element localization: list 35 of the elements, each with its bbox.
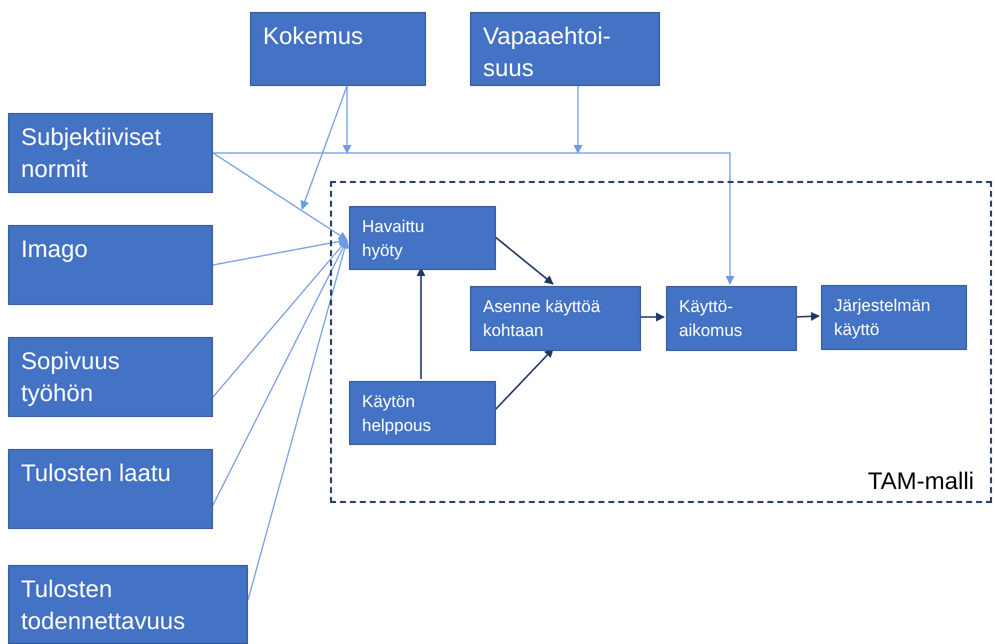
process-box	[8, 113, 213, 193]
box-label: Havaittu hyöty	[362, 216, 426, 262]
process-box	[8, 565, 248, 644]
process-box	[8, 449, 213, 529]
arrow	[212, 239, 348, 506]
process-box	[821, 285, 967, 350]
box-label: Tulosten laatu	[21, 459, 171, 489]
box-label: Järjestelmän käyttö	[834, 295, 932, 341]
arrow	[213, 152, 734, 285]
box-label: Sopivuus työhön	[21, 347, 121, 410]
box-label: Imago	[21, 235, 88, 265]
arrow	[574, 86, 582, 154]
process-box	[8, 337, 213, 417]
process-box	[470, 286, 641, 351]
process-box	[349, 206, 496, 270]
box-label: Asenne käyttöä kohtaan	[483, 296, 602, 342]
group-title: TAM-malli	[868, 467, 974, 497]
arrow	[212, 237, 348, 266]
dashed-group-frame	[330, 181, 992, 503]
arrow	[342, 86, 352, 154]
process-box	[666, 286, 797, 351]
process-box	[250, 12, 426, 86]
arrow	[247, 239, 350, 600]
process-box	[8, 225, 213, 305]
process-box	[470, 12, 660, 86]
box-label: Tulosten todennettavuus	[21, 575, 186, 638]
box-label: Vapaaehtoi- suus	[483, 22, 612, 84]
box-label: Käyttö- aikomus	[679, 296, 744, 342]
arrow	[639, 312, 665, 322]
box-label: Käytön helppous	[362, 391, 432, 437]
arrow	[300, 86, 348, 210]
box-label: Kokemus	[263, 22, 364, 52]
box-label: Subjektiiviset normit	[21, 123, 162, 186]
arrow	[212, 152, 348, 240]
process-box	[349, 381, 496, 445]
